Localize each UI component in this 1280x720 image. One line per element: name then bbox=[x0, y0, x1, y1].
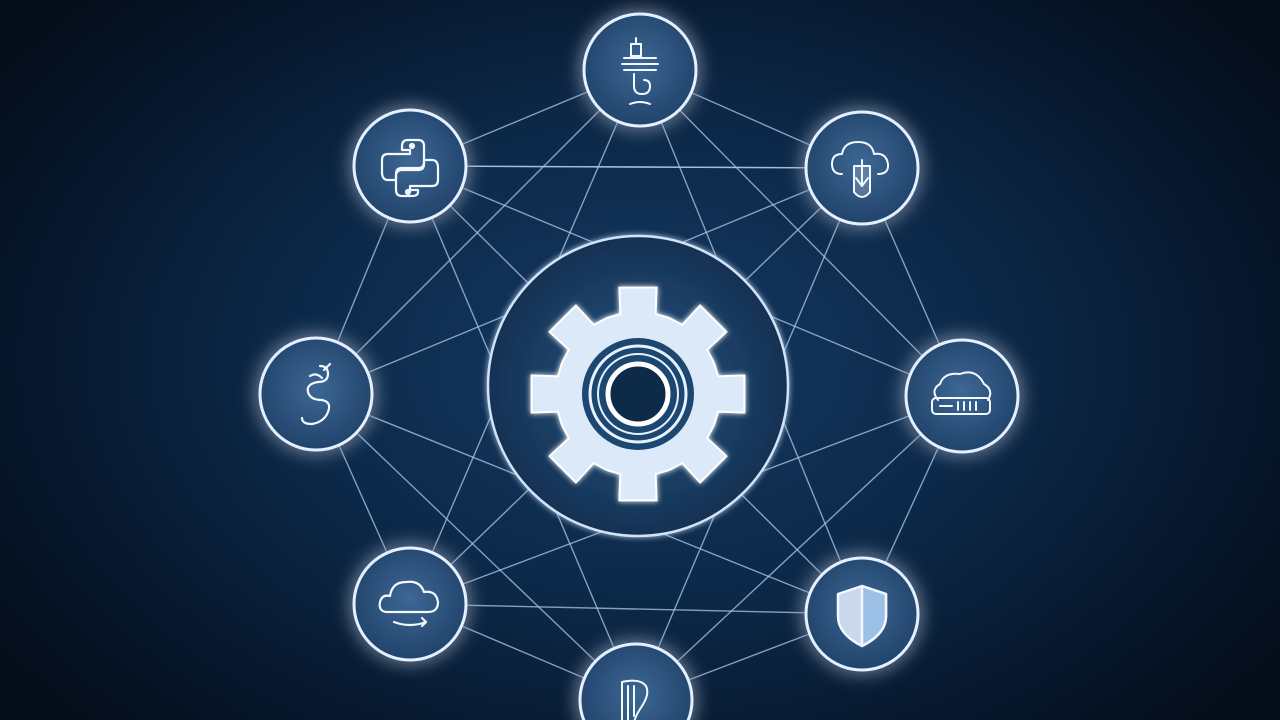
connection-line bbox=[409, 165, 863, 169]
node-right[interactable] bbox=[904, 338, 1020, 454]
harp-icon bbox=[621, 679, 649, 720]
node-bottom[interactable] bbox=[578, 642, 694, 720]
connection-line bbox=[315, 69, 641, 395]
connection-line bbox=[315, 393, 637, 701]
central-hub bbox=[486, 234, 790, 538]
node-top-right[interactable] bbox=[804, 110, 920, 226]
connection-line bbox=[409, 603, 863, 615]
spring-coil-icon bbox=[621, 37, 659, 105]
connection-line bbox=[639, 69, 963, 397]
cloud-server-icon bbox=[931, 371, 992, 415]
node-bottom-left[interactable] bbox=[352, 546, 468, 662]
gear-icon bbox=[530, 286, 746, 502]
service-nodes bbox=[258, 12, 1020, 720]
connection-line bbox=[635, 395, 963, 701]
node-bottom-right[interactable] bbox=[804, 556, 920, 672]
snake-icon bbox=[300, 362, 332, 426]
python-logo-icon bbox=[380, 138, 440, 198]
node-top-left[interactable] bbox=[352, 108, 468, 224]
cloud-icon bbox=[378, 580, 440, 628]
node-left[interactable] bbox=[258, 336, 374, 452]
node-top[interactable] bbox=[582, 12, 698, 128]
cloud-download-icon bbox=[831, 141, 890, 198]
shield-icon bbox=[836, 584, 888, 648]
